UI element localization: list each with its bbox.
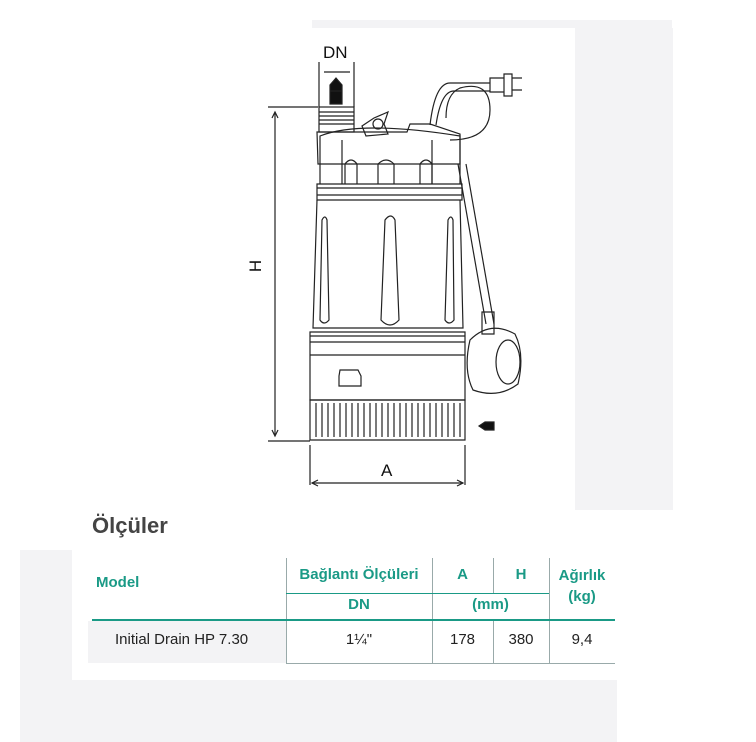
divider bbox=[493, 558, 494, 594]
dn-label: DN bbox=[323, 43, 348, 62]
divider bbox=[286, 558, 287, 663]
divider bbox=[286, 663, 615, 664]
cell-model: Initial Drain HP 7.30 bbox=[115, 631, 249, 648]
h-label: H bbox=[246, 259, 266, 273]
model-cell-bg bbox=[88, 621, 286, 663]
pump-drawing bbox=[268, 62, 522, 487]
header-divider bbox=[92, 619, 615, 621]
a-label: A bbox=[381, 461, 393, 480]
cell-h: 380 bbox=[508, 631, 534, 648]
section-title: Ölçüler bbox=[92, 513, 168, 538]
cell-a: 178 bbox=[449, 631, 476, 648]
header-a: A bbox=[457, 566, 468, 583]
header-dn: DN bbox=[348, 596, 370, 613]
divider bbox=[493, 621, 494, 663]
bg-panel-bottom bbox=[20, 680, 617, 742]
header-model: Model bbox=[96, 574, 140, 591]
header-connection: Bağlantı Ölçüleri bbox=[299, 566, 419, 583]
header-kg: (kg) bbox=[568, 588, 596, 605]
header-weight: Ağırlık bbox=[558, 567, 606, 584]
cell-dn: 1¼" bbox=[345, 631, 373, 648]
header-h: H bbox=[515, 566, 527, 583]
divider bbox=[549, 558, 550, 663]
divider bbox=[286, 593, 549, 594]
divider bbox=[432, 558, 433, 663]
bg-panel-right bbox=[575, 28, 673, 510]
bg-panel-top bbox=[312, 20, 672, 28]
header-mm: (mm) bbox=[472, 596, 509, 613]
cell-weight: 9,4 bbox=[571, 631, 593, 648]
